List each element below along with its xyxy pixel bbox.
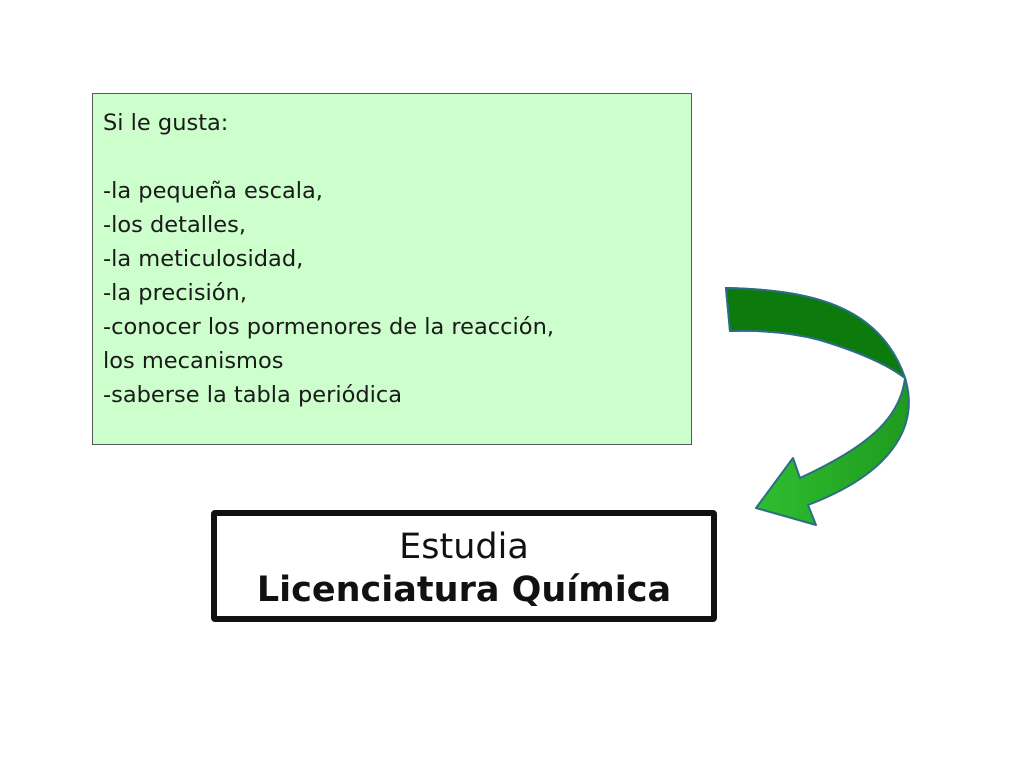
result-degree: Licenciatura Química [256, 570, 672, 610]
result-verb: Estudia [399, 527, 529, 567]
condition-box: Si le gusta: -la pequeña escala, -los de… [92, 93, 692, 445]
result-box: Estudia Licenciatura Química [211, 510, 717, 622]
condition-item: -los detalles, [103, 212, 246, 238]
condition-item: -conocer los pormenores de la reacción, [103, 314, 554, 340]
condition-item: los mecanismos [103, 348, 284, 374]
condition-item: -la pequeña escala, [103, 178, 323, 204]
condition-heading: Si le gusta: [103, 110, 229, 136]
condition-item: -la precisión, [103, 280, 247, 306]
condition-item: -la meticulosidad, [103, 246, 304, 272]
condition-item: -saberse la tabla periódica [103, 382, 403, 408]
condition-spacer [103, 140, 681, 174]
